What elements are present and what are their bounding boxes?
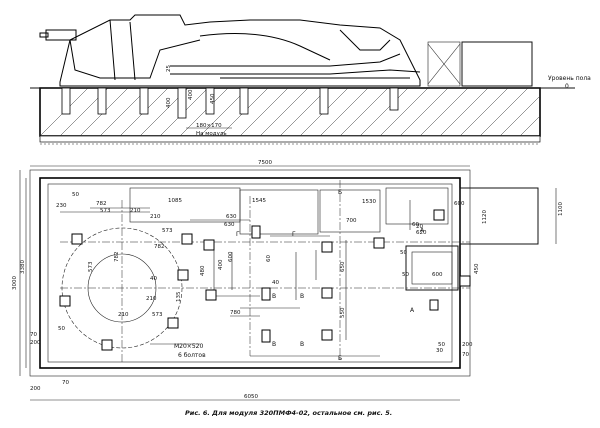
svg-text:550: 550	[340, 307, 346, 318]
dim-6050: 6050	[244, 394, 258, 400]
elevation-view: Уровень пола 0 25 400 400 450 180×170 На…	[30, 14, 591, 145]
embed-label: На модуль	[196, 131, 227, 137]
floor-level-value: 0	[565, 83, 569, 90]
svg-text:В: В	[300, 293, 304, 300]
dim-70a: 70	[30, 332, 37, 338]
foundation-block	[39, 87, 541, 137]
svg-text:630: 630	[226, 214, 237, 220]
svg-text:210: 210	[146, 296, 157, 302]
svg-text:782: 782	[154, 244, 165, 250]
svg-text:Г: Г	[236, 231, 240, 238]
component-rect-4	[385, 187, 449, 225]
component-rect-3	[319, 189, 381, 233]
internal-dims: 1085 1545 1530 700 630 600 782 573 210 2…	[72, 192, 465, 354]
dim-7500: 7500	[258, 160, 272, 166]
svg-text:А: А	[410, 307, 415, 314]
svg-text:1085: 1085	[168, 198, 182, 204]
svg-text:Б: Б	[338, 355, 342, 362]
svg-text:782: 782	[114, 252, 120, 263]
dim-200b: 200	[30, 386, 41, 392]
svg-text:60: 60	[266, 255, 272, 262]
svg-text:400: 400	[218, 259, 224, 270]
right-frame	[427, 41, 461, 87]
ground-strip	[39, 135, 541, 143]
floor-level-label: Уровень пола	[548, 75, 591, 82]
svg-text:573: 573	[152, 312, 163, 318]
svg-text:480: 480	[200, 265, 206, 276]
dim-1100: 1100	[558, 202, 564, 216]
svg-text:20: 20	[416, 224, 423, 230]
svg-text:650: 650	[340, 261, 346, 272]
svg-text:1530: 1530	[362, 199, 376, 205]
dim-450r: 450	[474, 263, 480, 274]
plan-extent	[29, 169, 471, 377]
svg-text:50: 50	[72, 192, 79, 198]
svg-text:А: А	[420, 227, 425, 234]
figure-caption: Рис. 6. Для модуля 320ПМФ4-02, остальное…	[185, 409, 392, 417]
svg-text:210: 210	[150, 214, 161, 220]
svg-text:50: 50	[402, 272, 409, 278]
svg-text:210: 210	[130, 208, 141, 214]
plan-outer-boundary	[39, 177, 461, 369]
dim-400a: 400	[166, 97, 172, 108]
dim-450: 450	[210, 93, 216, 104]
svg-text:В: В	[272, 293, 276, 300]
svg-text:50: 50	[400, 250, 407, 256]
dim-180x170: 180×170	[196, 123, 222, 129]
dim-3380: 3380	[20, 260, 26, 274]
svg-text:Б: Б	[338, 189, 342, 196]
svg-text:573: 573	[88, 261, 94, 272]
right-cabinet	[461, 41, 533, 87]
dim-25: 25	[166, 65, 172, 72]
bolt-note-count: 6 болтов	[178, 352, 206, 359]
component-rect-2	[239, 189, 319, 235]
svg-text:135: 135	[176, 291, 182, 302]
right-extension	[459, 187, 539, 245]
dim-1120: 1120	[482, 210, 488, 224]
svg-text:600: 600	[454, 201, 465, 207]
foundation-hatching	[39, 87, 541, 137]
svg-text:Г: Г	[292, 231, 296, 238]
bolt-pads	[59, 209, 471, 351]
dim-200r: 200	[462, 342, 473, 348]
dim-70r: 70	[462, 352, 469, 358]
svg-text:782: 782	[96, 201, 107, 207]
dim-230: 230	[56, 203, 67, 209]
svg-text:573: 573	[100, 208, 111, 214]
svg-text:620: 620	[416, 230, 427, 236]
dim-3000: 3000	[12, 276, 18, 290]
svg-text:700: 700	[346, 218, 357, 224]
machine-silhouette	[39, 14, 421, 87]
dim-50a: 50	[58, 326, 65, 332]
section-markers: Б Б А А Г Г В В В В	[236, 189, 425, 362]
anchor-pockets	[61, 87, 399, 119]
svg-text:210: 210	[118, 312, 129, 318]
svg-text:В: В	[300, 341, 304, 348]
svg-text:60: 60	[412, 222, 419, 228]
component-rect-1	[129, 187, 241, 223]
dim-400b: 400	[188, 89, 194, 100]
dim-70b: 70	[62, 380, 69, 386]
plan-view: 7500 6050 3000 3380 200 200 70 70 230 50…	[12, 160, 564, 401]
svg-text:630: 630	[224, 222, 235, 228]
svg-text:В: В	[272, 341, 276, 348]
svg-text:600: 600	[228, 251, 234, 262]
svg-text:40: 40	[272, 280, 279, 286]
svg-text:30: 30	[436, 348, 443, 354]
svg-text:40: 40	[150, 276, 157, 282]
svg-text:1545: 1545	[252, 198, 266, 204]
svg-text:780: 780	[230, 310, 241, 316]
pit	[405, 245, 459, 291]
svg-text:573: 573	[162, 228, 173, 234]
bolt-note-size: M20×520	[174, 343, 203, 350]
dim-200a: 200	[30, 340, 41, 346]
dim-50r: 50	[438, 342, 445, 348]
svg-text:600: 600	[432, 272, 443, 278]
